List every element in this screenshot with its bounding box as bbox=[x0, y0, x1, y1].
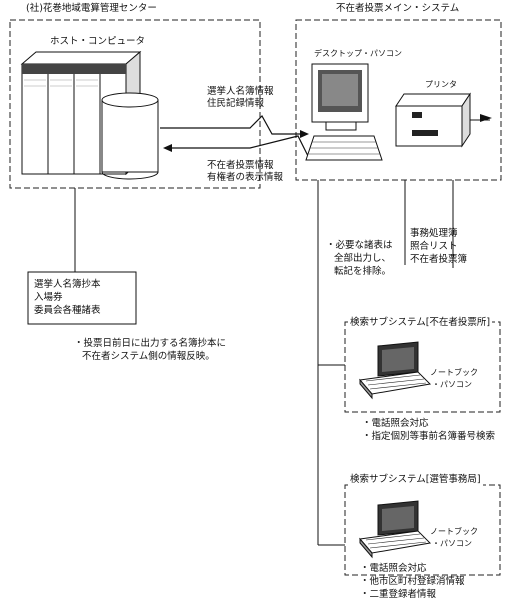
sub2-device-label-1: ノートブック bbox=[430, 527, 478, 536]
documents-note-1: ・必要な諸表は bbox=[326, 240, 393, 251]
documents-note-3: 転記を排除。 bbox=[334, 266, 392, 277]
sub1-device-label-1: ノートブック bbox=[430, 368, 478, 377]
main-system-frame bbox=[295, 19, 502, 181]
update-note-1: ・投票日前日に出力する名簿抄本に bbox=[74, 338, 227, 349]
main-output-2: 照合リスト bbox=[410, 241, 458, 252]
notebook-pc-icon-1 bbox=[359, 341, 432, 400]
printer-icon bbox=[395, 92, 492, 148]
desktop-pc-icon bbox=[305, 63, 383, 161]
sub1-function-2: ・指定個別等事前名簿番号検索 bbox=[362, 431, 496, 442]
sub1-function-1: ・電話照会対応 bbox=[362, 418, 429, 429]
update-note-2: 不在者システム側の情報反映。 bbox=[82, 351, 215, 362]
sub1-frame bbox=[344, 321, 501, 413]
org-label: (社)花巻地域電算管理センター bbox=[26, 3, 157, 14]
sub2-title: 検索サブシステム[選管事務局] bbox=[348, 474, 483, 486]
link-to-main-label-1: 選挙人名簿情報 bbox=[207, 86, 274, 97]
documents-note-2: 全部出力し、 bbox=[334, 253, 392, 264]
host-output-1: 選挙人名簿抄本 bbox=[34, 279, 101, 290]
host-computer-icon bbox=[20, 50, 159, 180]
sub2-device-label-2: ・パソコン bbox=[432, 539, 472, 548]
arrow-left bbox=[163, 144, 172, 152]
link-main-to-host bbox=[172, 135, 330, 158]
host-title: ホスト・コンピュータ bbox=[50, 36, 146, 47]
link-to-host-label-1: 不在者投票情報 bbox=[207, 160, 274, 171]
sub2-function-2: ・他市区町村登録消情報 bbox=[360, 576, 465, 587]
desktop-label: デスクトップ・パソコン bbox=[314, 49, 402, 58]
sub1-title: 検索サブシステム[不在者投票所] bbox=[348, 317, 493, 329]
printer-label: プリンタ bbox=[425, 80, 457, 89]
link-host-to-main bbox=[160, 115, 300, 135]
host-output-box bbox=[27, 271, 137, 325]
arrow-right bbox=[300, 130, 309, 138]
sub2-function-1: ・電話照会対応 bbox=[360, 563, 427, 574]
sub2-function-3: ・二重登録者情報 bbox=[360, 589, 437, 600]
org-frame bbox=[9, 19, 261, 189]
main-output-1: 事務処理簿 bbox=[410, 228, 458, 239]
host-output-3: 委員会各種諸表 bbox=[34, 305, 101, 316]
notebook-pc-icon-2 bbox=[359, 500, 432, 559]
sub1-device-label-2: ・パソコン bbox=[432, 380, 472, 389]
host-output-2: 入場券 bbox=[34, 292, 63, 303]
link-to-main-label-2: 住民記録情報 bbox=[207, 98, 265, 109]
main-system-label: 不在者投票メイン・システム bbox=[336, 3, 460, 14]
main-output-3: 不在者投票簿 bbox=[410, 254, 468, 265]
link-to-host-label-2: 有権者の表示情報 bbox=[207, 172, 284, 183]
